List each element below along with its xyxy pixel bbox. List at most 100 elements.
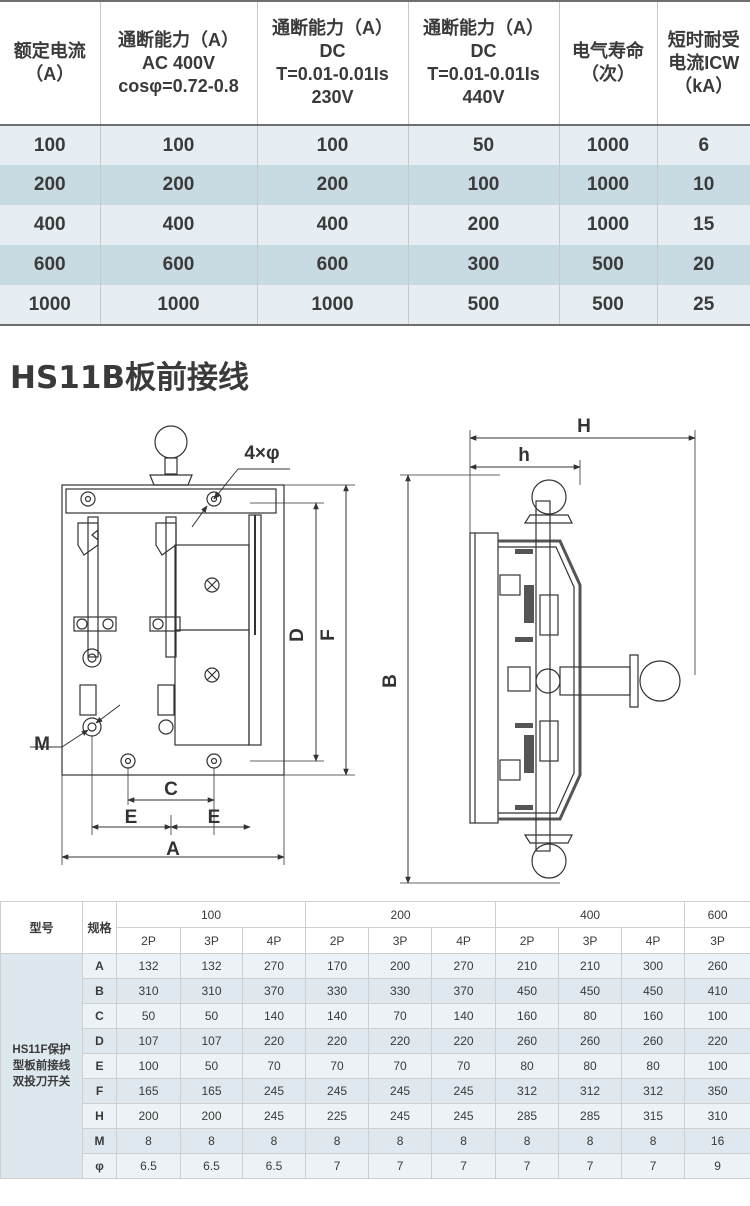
header-current-group: 600 [684,901,750,928]
front-handle-knob [154,425,188,459]
spec-cell: 15 [693,214,715,235]
dim-value: 70 [305,1053,370,1079]
label-f: F [318,629,339,641]
dim-value: 245 [431,1078,497,1104]
dim-value: 225 [305,1103,370,1129]
dim-value: 140 [305,1003,370,1029]
dim-value: 8 [368,1128,433,1154]
front-view [30,425,355,865]
label-holes: 4×φ [244,443,279,464]
spec-cell: 200 [257,165,409,205]
mount-hole-tl [80,491,96,507]
spec-cell: 25 [657,285,750,326]
label-c: C [164,779,178,800]
model-name-line: 双投刀开关 [12,1076,71,1088]
side-handle-knob [639,660,681,702]
model-name-line: 型板前接线 [12,1060,71,1072]
dim-value: 370 [241,978,307,1004]
dim-value: 315 [621,1103,686,1129]
dim-value: 70 [368,1003,433,1029]
dim-label: φ [82,1153,117,1179]
dim-value: 450 [621,978,686,1004]
dim-value: 350 [684,1078,750,1104]
dim-value: 6.5 [180,1153,243,1179]
dim-value: 6.5 [116,1153,181,1179]
dim-value: 8 [621,1128,686,1154]
dim-label: E [82,1053,117,1079]
dim-value: 7 [558,1153,623,1179]
dim-value: 8 [180,1128,243,1154]
dim-value: 165 [180,1078,243,1104]
dim-value: 210 [495,953,560,979]
dim-value: 107 [116,1028,181,1054]
dim-value: 300 [621,953,686,979]
header-breaking-dc-440: 通断能力（A） DC T=0.01-0.01Is 440V [408,0,560,126]
header-pole: 3P [368,927,433,954]
dim-label: B [82,978,117,1004]
side-bottom-knob [531,843,567,879]
header-breaking-ac: 通断能力（A） AC 400V cosφ=0.72-0.8 [100,0,258,126]
label-a: A [166,839,180,860]
side-view-labels: H h B [380,416,591,688]
dim-value: 370 [431,978,497,1004]
dim-value: 200 [368,953,433,979]
spec-cell: 100 [257,125,409,165]
dim-value: 260 [495,1028,560,1054]
label-e-left: E [125,807,138,828]
dim-value: 7 [621,1153,686,1179]
dim-value: 310 [180,978,243,1004]
dim-value: 170 [305,953,370,979]
dim-value: 8 [495,1128,560,1154]
spec-cell: 400 [257,205,409,245]
dim-value: 220 [684,1028,750,1054]
spec-cell: 10 [693,174,715,195]
dim-value: 270 [241,953,307,979]
front-base-plate [61,484,285,776]
dim-value: 8 [116,1128,181,1154]
header-model: 型号 [0,901,83,954]
header-current-group: 400 [495,901,686,928]
dim-value: 330 [368,978,433,1004]
dim-value: 80 [621,1053,686,1079]
dim-label: F [82,1078,117,1104]
spec-cell: 100 [100,125,258,165]
dim-value: 312 [621,1078,686,1104]
mount-hole-tr [206,491,222,507]
dim-value: 160 [621,1003,686,1029]
dim-value: 270 [431,953,497,979]
dim-value: 260 [621,1028,686,1054]
dim-value: 107 [180,1028,243,1054]
dim-value: 70 [368,1053,433,1079]
spec-cell: 100 [408,165,560,205]
dim-value: 450 [495,978,560,1004]
mount-hole-bl [120,753,136,769]
side-view [400,430,696,884]
dim-value: 6.5 [241,1153,307,1179]
header-pole: 2P [495,927,560,954]
label-m: M [34,734,50,755]
dim-value: 9 [684,1153,750,1179]
dim-value: 100 [684,1003,750,1029]
dim-value: 310 [116,978,181,1004]
spec-header-row: 额定电流 （A） 通断能力（A） AC 400V cosφ=0.72-0.8 通… [0,0,750,126]
dim-value: 245 [305,1078,370,1104]
dim-value: 312 [495,1078,560,1104]
header-breaking-dc-230: 通断能力（A） DC T=0.01-0.01Is 230V [257,0,409,126]
spec-cell: 400 [100,205,258,245]
dim-value: 7 [495,1153,560,1179]
spec-cell: 20 [693,254,715,275]
section-title: HS11B板前接线 [10,360,250,396]
dim-value: 260 [558,1028,623,1054]
header-current-group: 100 [115,901,307,928]
